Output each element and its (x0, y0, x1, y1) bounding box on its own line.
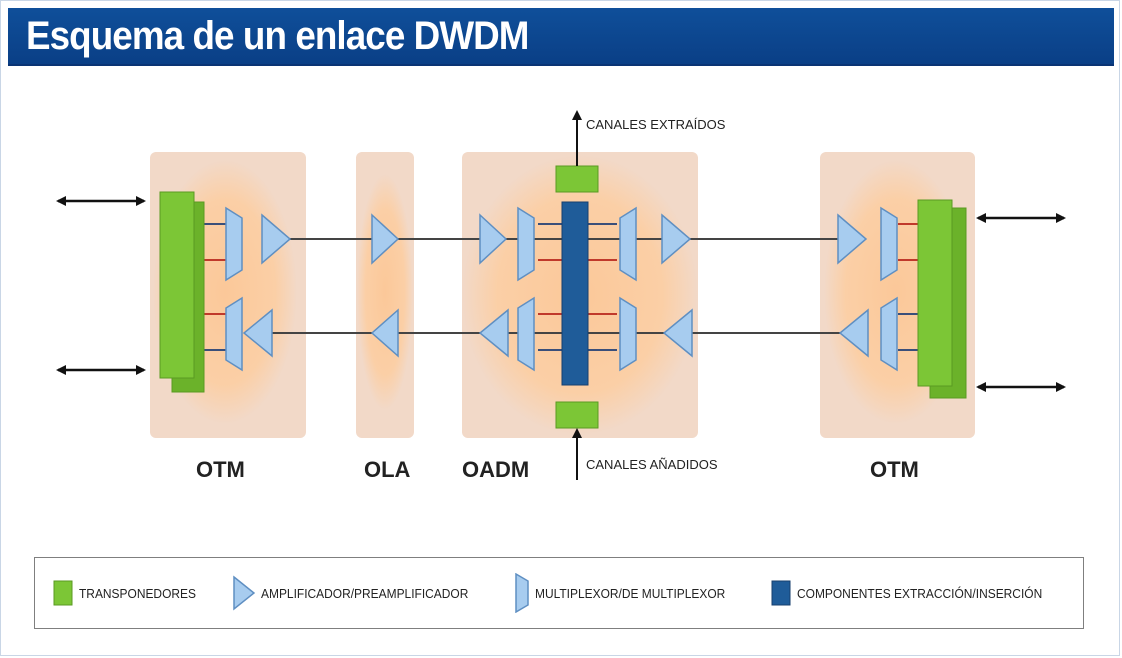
legend-label-amplifier: AMPLIFICADOR/PREAMPLIFICADOR (261, 585, 469, 601)
label-ola: OLA (364, 457, 411, 482)
multiplexer-trapezoid-icon (515, 573, 529, 613)
amplifier-triangle-icon (371, 213, 400, 265)
legend-label-add-drop: COMPONENTES EXTRACCIÓN/INSERCIÓN (797, 585, 1043, 601)
amplifier-triangle-icon (662, 308, 693, 358)
add-drop-swatch-icon (771, 580, 791, 606)
tributaries-oadm (538, 223, 617, 351)
multiplexers (225, 206, 898, 372)
transponder-left (159, 191, 205, 393)
title-bar: Esquema de un enlace DWDM (8, 8, 1114, 66)
amplifier-triangle-icon (837, 213, 868, 265)
diagram-title: Esquema de un enlace DWDM (26, 14, 529, 58)
transponder-swatch-icon (53, 580, 73, 606)
node-ola (356, 152, 414, 438)
multiplexer-trapezoid-icon (225, 296, 243, 372)
multiplexer-trapezoid-icon (619, 206, 637, 282)
amplifier-triangle-icon (478, 308, 509, 358)
label-oadm: OADM (462, 457, 529, 482)
label-otm-left: OTM (196, 457, 245, 482)
label-canales-extraidos: CANALES EXTRAÍDOS (586, 117, 726, 132)
amplifier-triangle-icon (242, 308, 273, 358)
multiplexer-trapezoid-icon (619, 296, 637, 372)
multiplexer-trapezoid-icon (225, 206, 243, 282)
multiplexer-trapezoid-icon (880, 206, 898, 282)
amplifier-triangle-icon (261, 213, 292, 265)
legend: TRANSPONEDORES AMPLIFICADOR/PREAMPLIFICA… (34, 557, 1084, 629)
amplifier-triangle-icon (233, 575, 255, 611)
multiplexer-trapezoid-icon (517, 296, 535, 372)
legend-item-add-drop: COMPONENTES EXTRACCIÓN/INSERCIÓN (771, 558, 1064, 628)
legend-label-mux: MULTIPLEXOR/DE MULTIPLEXOR (535, 585, 726, 601)
multiplexer-trapezoid-icon (517, 206, 535, 282)
transponder-right (917, 199, 967, 399)
io-arrows (56, 196, 1066, 392)
label-canales-anadidos: CANALES AÑADIDOS (586, 457, 718, 472)
legend-item-mux: MULTIPLEXOR/DE MULTIPLEXOR (515, 558, 742, 628)
amplifier-triangle-icon (479, 213, 508, 265)
legend-label-transponders: TRANSPONEDORES (79, 585, 196, 601)
label-otm-right: OTM (870, 457, 919, 482)
amplifiers (242, 213, 869, 358)
multiplexer-trapezoid-icon (880, 296, 898, 372)
amplifier-triangle-icon (838, 308, 869, 358)
legend-item-amplifier: AMPLIFICADOR/PREAMPLIFICADOR (233, 558, 486, 628)
tributaries-left (200, 223, 228, 351)
add-drop-component (555, 165, 599, 429)
legend-item-transponders: TRANSPONEDORES (53, 558, 206, 628)
amplifier-triangle-icon (661, 213, 692, 265)
amplifier-triangle-icon (370, 308, 399, 358)
